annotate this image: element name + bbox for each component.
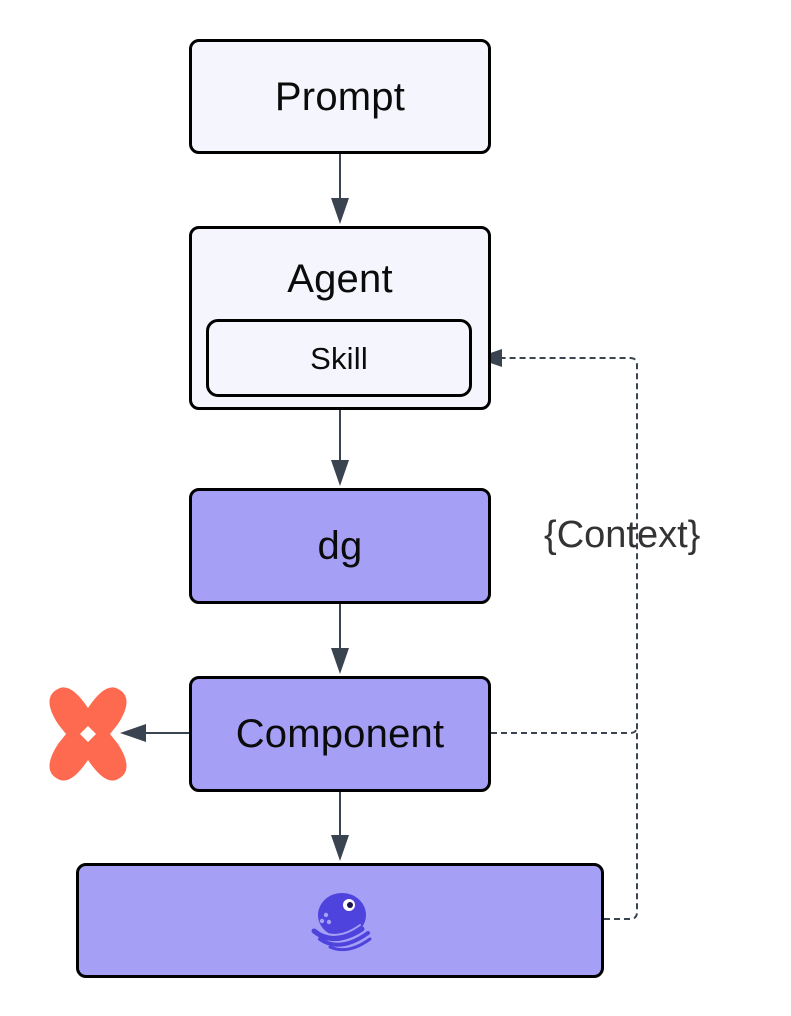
arrow-component-to-dbt — [120, 724, 189, 742]
skill-node: Skill — [206, 319, 472, 397]
dbt-logo-icon — [49, 687, 127, 781]
context-feedback-loop — [476, 349, 638, 920]
component-label: Component — [235, 712, 445, 756]
arrow-prompt-to-agent — [331, 154, 349, 224]
agent-label: Agent — [287, 257, 393, 301]
dg-node: dg — [189, 488, 491, 604]
dg-label: dg — [317, 524, 363, 568]
dbt-logo — [38, 686, 138, 782]
component-node: Component — [189, 676, 491, 792]
dagster-octopus-logo-icon — [311, 892, 372, 951]
arrow-component-to-dagster — [331, 792, 349, 861]
skill-label: Skill — [310, 340, 368, 376]
prompt-node: Prompt — [189, 39, 491, 154]
prompt-label: Prompt — [274, 74, 406, 119]
dagster-node — [76, 863, 604, 978]
arrow-dg-to-component — [331, 604, 349, 674]
context-label: {Context} — [544, 514, 701, 556]
arrow-agent-to-dg — [331, 410, 349, 486]
